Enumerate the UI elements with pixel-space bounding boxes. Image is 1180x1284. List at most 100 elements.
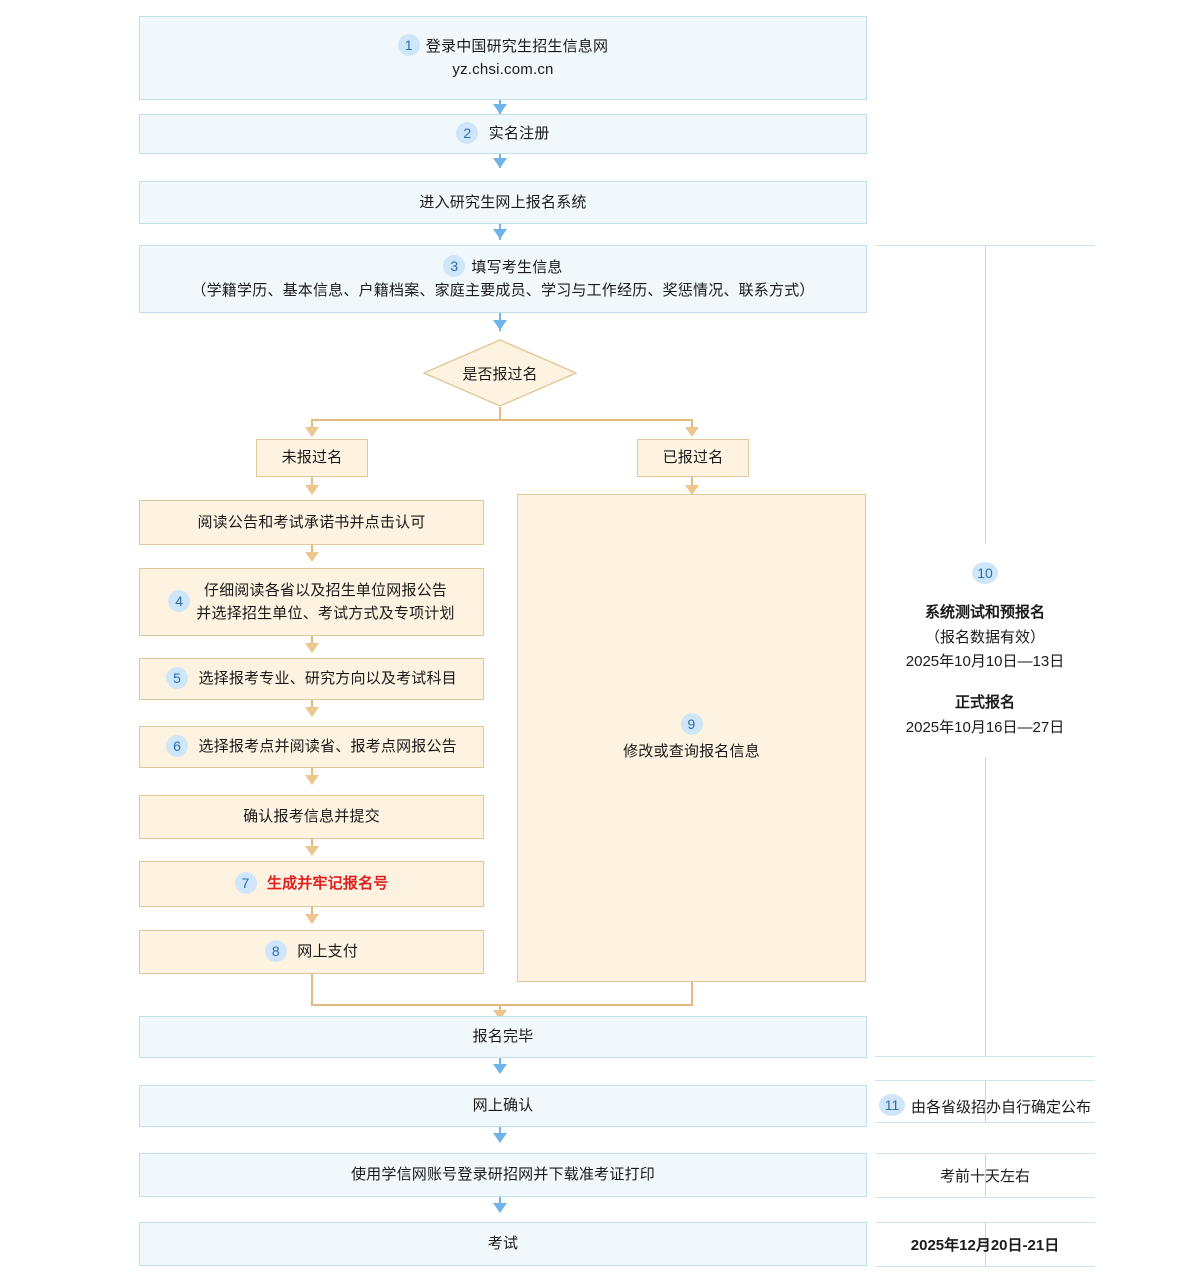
node-online-confirmation-label: 网上确认 bbox=[472, 1097, 534, 1115]
rail-confirm-row: 11 由各省级招办自行确定公布 bbox=[875, 1085, 1095, 1127]
node-real-name-register-label: 实名注册 bbox=[488, 125, 550, 143]
node-confirm-and-submit[interactable]: 确认报考信息并提交 bbox=[139, 795, 484, 839]
rail-divider-6 bbox=[875, 1197, 1095, 1198]
rail-divider-8 bbox=[875, 1266, 1095, 1267]
step-number-badge: 8 bbox=[264, 940, 287, 963]
connector-r1-merge bbox=[691, 982, 693, 1006]
connector-decision-stem bbox=[499, 407, 501, 420]
step-number-badge: 9 bbox=[680, 712, 703, 735]
connector-merge-bar bbox=[311, 1004, 693, 1006]
rail-divider-2 bbox=[875, 1056, 1095, 1057]
node-modify-or-query-registration[interactable]: 9 修改或查询报名信息 bbox=[517, 494, 866, 982]
rail-vertical-line-bottom bbox=[985, 757, 986, 1056]
arrow-3-4-icon bbox=[493, 229, 507, 239]
arrow-l1-l2-icon bbox=[305, 552, 319, 562]
connector-decision-split bbox=[311, 419, 693, 421]
step-number-badge: 6 bbox=[166, 735, 189, 758]
arrow-l3-l4-icon bbox=[305, 707, 319, 717]
arrow-decision-left-icon bbox=[305, 427, 319, 437]
node-online-confirmation[interactable]: 网上确认 bbox=[139, 1085, 867, 1127]
decision-has-registered-before[interactable]: 是否报过名 bbox=[423, 339, 577, 407]
connector-notreg-to-l1 bbox=[311, 477, 313, 490]
node-exam[interactable]: 考试 bbox=[139, 1222, 867, 1266]
rail-vertical-line-seg5 bbox=[985, 1222, 986, 1266]
arrow-decision-right-icon bbox=[685, 427, 699, 437]
rail-confirm-label: 由各省级招办自行确定公布 bbox=[910, 1098, 1091, 1116]
arrow-l2-l3-icon bbox=[305, 643, 319, 653]
rail-schedule-badge-row: 10 bbox=[875, 562, 1095, 587]
node-read-province-unit-notice-content: 4 仔细阅读各省以及招生单位网报公告 并选择招生单位、考试方式及专项计划 bbox=[160, 579, 462, 626]
rail-schedule-formal-title: 正式报名 bbox=[954, 694, 1015, 711]
arrow-l4-l5-icon bbox=[305, 775, 319, 785]
node-select-exam-site[interactable]: 6 选择报考点并阅读省、报考点网报公告 bbox=[139, 726, 484, 768]
arrow-merge-icon bbox=[493, 1010, 507, 1020]
node-online-payment[interactable]: 8 网上支付 bbox=[139, 930, 484, 974]
step-number-badge: 5 bbox=[166, 667, 189, 690]
rail-divider-1 bbox=[875, 245, 1095, 246]
branch-not-registered-label: 未报过名 bbox=[281, 449, 343, 467]
step-number-badge: 1 bbox=[397, 34, 420, 57]
node-read-province-unit-notice[interactable]: 4 仔细阅读各省以及招生单位网报公告 并选择招生单位、考试方式及专项计划 bbox=[139, 568, 484, 636]
node-read-province-unit-notice-lines: 仔细阅读各省以及招生单位网报公告 并选择招生单位、考试方式及专项计划 bbox=[196, 579, 454, 626]
rail-vertical-line-top bbox=[985, 245, 986, 543]
connector-merge-stem bbox=[499, 1004, 501, 1015]
node-modify-or-query-registration-content: 9 修改或查询报名信息 bbox=[615, 712, 768, 764]
rail-schedule-formal-dates: 2025年10月16日—27日 bbox=[905, 718, 1065, 736]
node-login-portal-content: 1 登录中国研究生招生信息网 yz.chsi.com.cn bbox=[390, 34, 616, 82]
arrow-f2-f3-icon bbox=[493, 1133, 507, 1143]
step-number-badge: 4 bbox=[168, 590, 191, 612]
arrow-2-3-icon bbox=[493, 158, 507, 168]
rail-schedule-pre-title: 系统测试和预报名 bbox=[924, 603, 1045, 621]
node-fill-candidate-info-content: 3 填写考生信息 （学籍学历、基本信息、户籍档案、家庭主要成员、学习与工作经历、… bbox=[183, 255, 822, 303]
node-select-major-direction-subjects-label: 选择报考专业、研究方向以及考试科目 bbox=[198, 670, 457, 688]
rail-divider-3 bbox=[875, 1080, 1095, 1081]
node-select-major-direction-subjects[interactable]: 5 选择报考专业、研究方向以及考试科目 bbox=[139, 658, 484, 700]
step-number-badge: 11 bbox=[878, 1094, 905, 1116]
connector-l7-merge bbox=[311, 974, 313, 1006]
rail-exam-label: 2025年12月20日-21日 bbox=[910, 1236, 1060, 1254]
step-number-badge: 3 bbox=[443, 255, 466, 278]
connector-decision-right bbox=[691, 419, 693, 433]
node-fill-candidate-info[interactable]: 3 填写考生信息 （学籍学历、基本信息、户籍档案、家庭主要成员、学习与工作经历、… bbox=[139, 245, 867, 313]
arrow-l6-l7-icon bbox=[305, 914, 319, 924]
branch-already-registered[interactable]: 已报过名 bbox=[637, 439, 749, 477]
rail-divider-5 bbox=[875, 1153, 1095, 1154]
step-number-badge: 2 bbox=[456, 122, 479, 145]
node-select-exam-site-label: 选择报考点并阅读省、报考点网报公告 bbox=[198, 738, 457, 756]
rail-divider-7 bbox=[875, 1222, 1095, 1223]
rail-exam-row: 2025年12月20日-21日 bbox=[875, 1222, 1095, 1266]
node-modify-or-query-registration-label: 修改或查询报名信息 bbox=[623, 743, 760, 760]
connector-alreadyreg-to-r1 bbox=[691, 477, 693, 490]
node-online-payment-label: 网上支付 bbox=[297, 943, 359, 961]
decision-label: 是否报过名 bbox=[462, 365, 538, 383]
node-download-admission-ticket-label: 使用学信网账号登录研招网并下载准考证打印 bbox=[350, 1166, 655, 1184]
arrow-f1-f2-icon bbox=[493, 1064, 507, 1074]
arrow-1-2-icon bbox=[493, 104, 507, 114]
rail-admit-label: 考前十天左右 bbox=[939, 1167, 1030, 1185]
step-number-badge: 10 bbox=[972, 562, 998, 585]
node-confirm-and-submit-label: 确认报考信息并提交 bbox=[243, 808, 380, 826]
branch-not-registered[interactable]: 未报过名 bbox=[256, 439, 368, 477]
node-generate-registration-number[interactable]: 7 生成并牢记报名号 bbox=[139, 861, 484, 907]
node-read-province-unit-notice-line1: 仔细阅读各省以及招生单位网报公告 bbox=[203, 581, 448, 599]
arrow-f3-f4-icon bbox=[493, 1203, 507, 1213]
node-real-name-register[interactable]: 2 实名注册 bbox=[139, 114, 867, 154]
node-registration-complete[interactable]: 报名完毕 bbox=[139, 1016, 867, 1058]
branch-already-registered-label: 已报过名 bbox=[662, 449, 724, 467]
diamond-shape-icon bbox=[423, 339, 577, 407]
rail-schedule-pre-dates: 2025年10月10日—13日 bbox=[905, 653, 1065, 671]
rail-divider-4 bbox=[875, 1122, 1095, 1123]
rail-admit-row: 考前十天左右 bbox=[875, 1153, 1095, 1197]
rail-schedule-pre-note: （报名数据有效） bbox=[924, 628, 1045, 646]
rail-schedule-block: 10 系统测试和预报名 （报名数据有效） 2025年10月10日—13日 正式报… bbox=[875, 562, 1095, 741]
arrow-l5-l6-icon bbox=[305, 846, 319, 856]
node-enter-registration-system[interactable]: 进入研究生网上报名系统 bbox=[139, 181, 867, 224]
node-download-admission-ticket[interactable]: 使用学信网账号登录研招网并下载准考证打印 bbox=[139, 1153, 867, 1197]
node-read-notice-and-commitment[interactable]: 阅读公告和考试承诺书并点击认可 bbox=[139, 500, 484, 545]
node-registration-complete-label: 报名完毕 bbox=[472, 1028, 534, 1046]
node-read-notice-and-commitment-label: 阅读公告和考试承诺书并点击认可 bbox=[197, 513, 426, 531]
node-login-portal[interactable]: 1 登录中国研究生招生信息网 yz.chsi.com.cn bbox=[139, 16, 867, 100]
node-login-portal-line1: 登录中国研究生招生信息网 bbox=[425, 37, 609, 55]
connector-decision-left bbox=[311, 419, 313, 433]
